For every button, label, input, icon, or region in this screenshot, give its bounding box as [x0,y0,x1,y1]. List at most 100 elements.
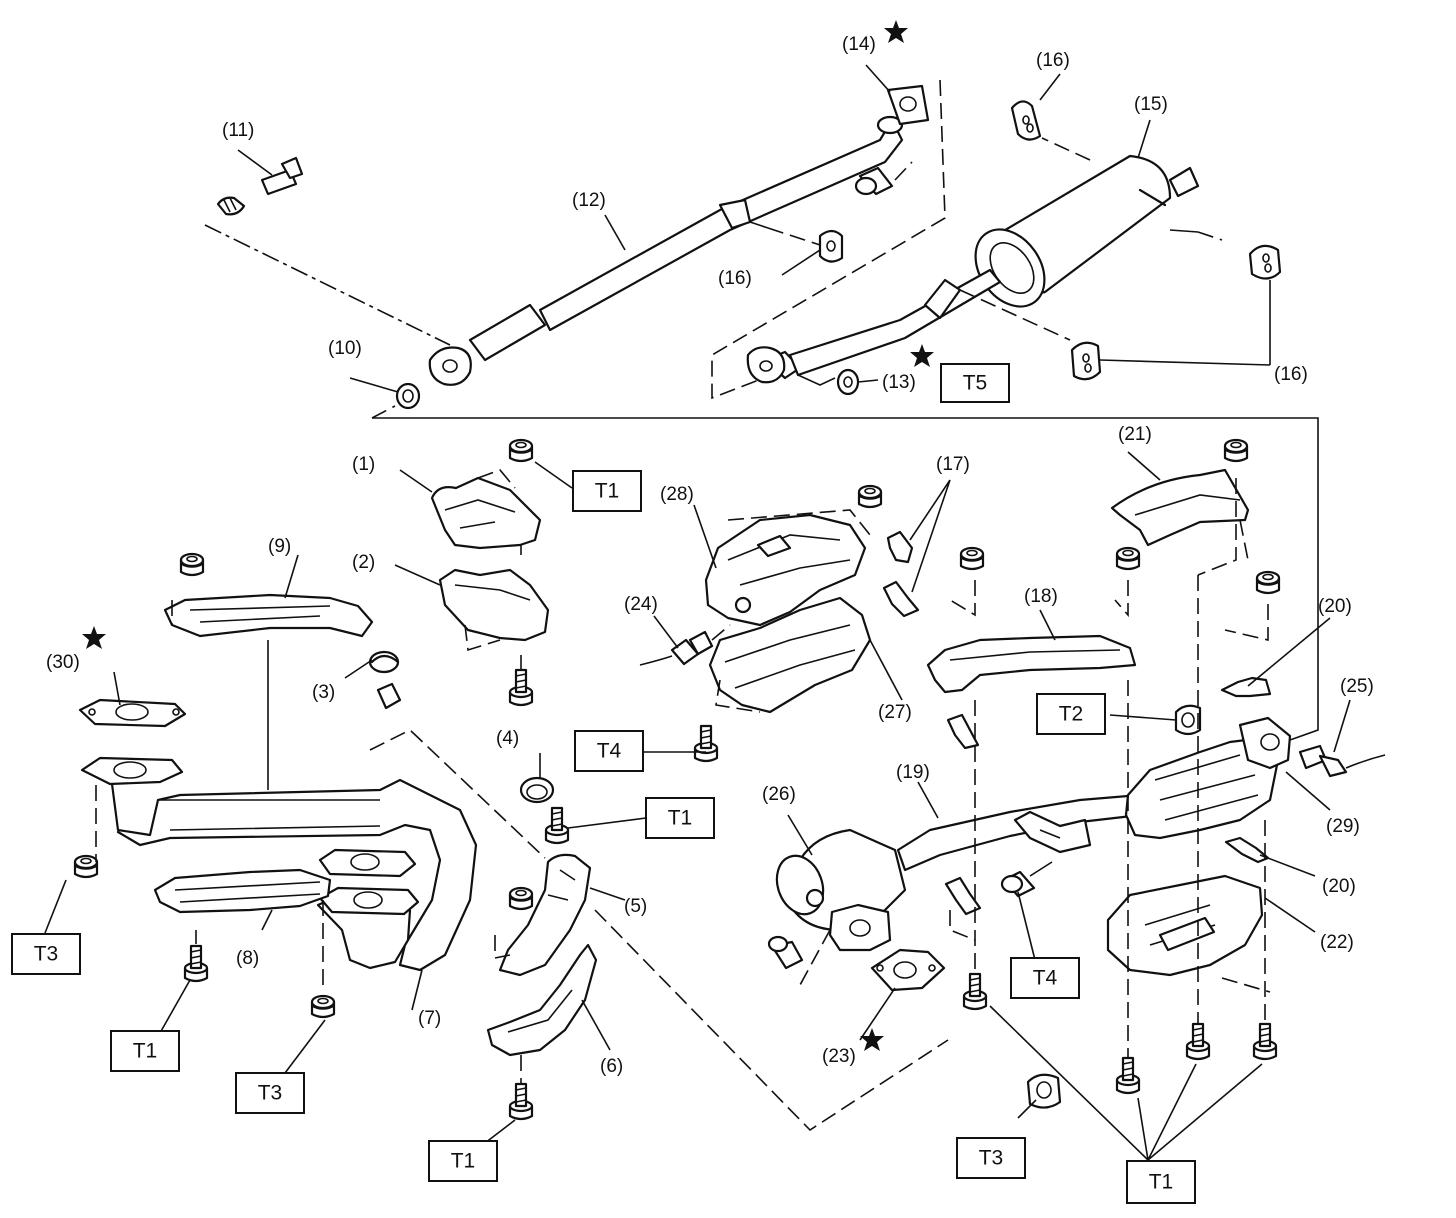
torque-box-t3-mid: T3 [235,1072,305,1114]
label-7: (7) [418,1008,441,1029]
part-17-bracket-a [886,530,914,564]
label-4: (4) [496,728,519,749]
label-9: (9) [268,536,291,557]
torque-box-t5: T5 [940,363,1010,403]
nut-28 [857,484,883,509]
bracket-lower-a [946,713,980,750]
label-6: (6) [600,1056,623,1077]
part-23-gasket [870,948,946,992]
torque-box-t4-right: T4 [1010,957,1080,999]
label-2: (2) [352,552,375,573]
part-14-gasket [711,79,946,400]
part-28-cover-upper [704,509,871,627]
bolt-t4-left [693,724,719,763]
part-9-cover [163,593,374,638]
center-pipe [204,115,904,386]
label-16-a: (16) [1036,50,1070,71]
bolt-23 [962,972,988,1011]
torque-box-t3-left: T3 [11,933,81,975]
part-8-cover [153,868,332,914]
svg-text:T4: T4 [1033,967,1058,990]
nut-5 [508,886,534,911]
star-icon-14 [884,20,908,43]
part-3-clamp [368,650,402,710]
label-20-a: (20) [1318,596,1352,617]
part-5-cover [494,853,592,977]
label-11: (11) [222,120,254,141]
part-26-catalyst-front [775,828,907,986]
bolt-t1-r1 [1115,1056,1141,1095]
part-19-front-pipe [896,794,1134,872]
label-13: (13) [882,372,916,393]
label-28: (28) [660,484,694,505]
part-30-gasket [78,698,187,728]
label-8: (8) [236,948,259,969]
bolt-t1-left [183,944,209,983]
label-18: (18) [1024,586,1058,607]
part-21-cover [1110,468,1250,547]
label-10: (10) [328,338,362,359]
nut-t2 [1174,704,1202,736]
nut-18a [959,546,985,571]
torque-box-t4-left: T4 [574,730,644,772]
svg-text:T3: T3 [34,943,59,966]
part-4-clamp [519,776,555,804]
label-5: (5) [624,896,647,917]
part-17-bracket-b [882,580,920,618]
part-16-hanger-b [818,229,844,263]
svg-text:T2: T2 [1059,703,1084,726]
part-2-cover [438,568,550,652]
nut-t3-right [1026,1073,1062,1109]
part-29-catalyst-rear [1124,716,1386,840]
part-10-ring [371,382,421,419]
label-1: (1) [352,454,375,475]
bolt-2 [508,668,534,707]
label-16-b: (16) [718,268,752,289]
torque-box-t1-left: T1 [110,1030,180,1072]
label-27: (27) [878,702,912,723]
callouts: (11) (12) (14) (16) (15) (16) (10) (13) … [46,34,1374,1077]
label-21: (21) [1118,424,1152,445]
part-1-cover [430,469,542,550]
svg-text:T4: T4 [597,740,622,763]
part-22-cover [1106,874,1271,993]
part-7-exhaust-pipe [80,729,546,972]
torque-box-t1-right: T1 [1126,1160,1196,1204]
label-26: (26) [762,784,796,805]
label-22: (22) [1320,932,1354,953]
part-15-muffler [974,137,1223,308]
torque-box-t1-top: T1 [572,470,642,512]
part-16-hanger-d [1070,341,1102,381]
nut-t3-mid [310,994,336,1019]
part-20-bracket-upper [1220,676,1272,698]
part-27-cover-lower [708,596,872,714]
part-6-cover [486,943,598,1057]
label-23: (23) [822,1046,856,1067]
part-24-o2-sensor [639,624,731,666]
label-19: (19) [896,762,930,783]
label-25: (25) [1340,676,1374,697]
nut-21 [1223,438,1249,463]
svg-text:T3: T3 [258,1082,283,1105]
part-16-hanger-c [1248,244,1282,280]
part-18-cover [926,634,1137,694]
nut-t3-left [73,854,99,879]
label-20-b: (20) [1322,876,1356,897]
part-11-sensor [216,156,304,216]
torque-box-t2: T2 [1036,693,1106,735]
svg-text:T5: T5 [963,372,988,395]
bolt-t1-r3 [1252,1022,1278,1061]
label-24: (24) [624,594,658,615]
star-icon-30 [82,626,106,649]
star-icon-13 [910,344,934,367]
bolt-26 [767,935,804,970]
nut-9 [179,552,205,577]
svg-text:T1: T1 [1149,1171,1174,1194]
svg-text:T1: T1 [595,480,620,503]
nut-1 [508,438,534,463]
bolt-t4-right [1000,861,1053,898]
bolt-t1-r2 [1185,1022,1211,1061]
svg-text:T1: T1 [668,807,693,830]
label-12: (12) [572,190,606,211]
